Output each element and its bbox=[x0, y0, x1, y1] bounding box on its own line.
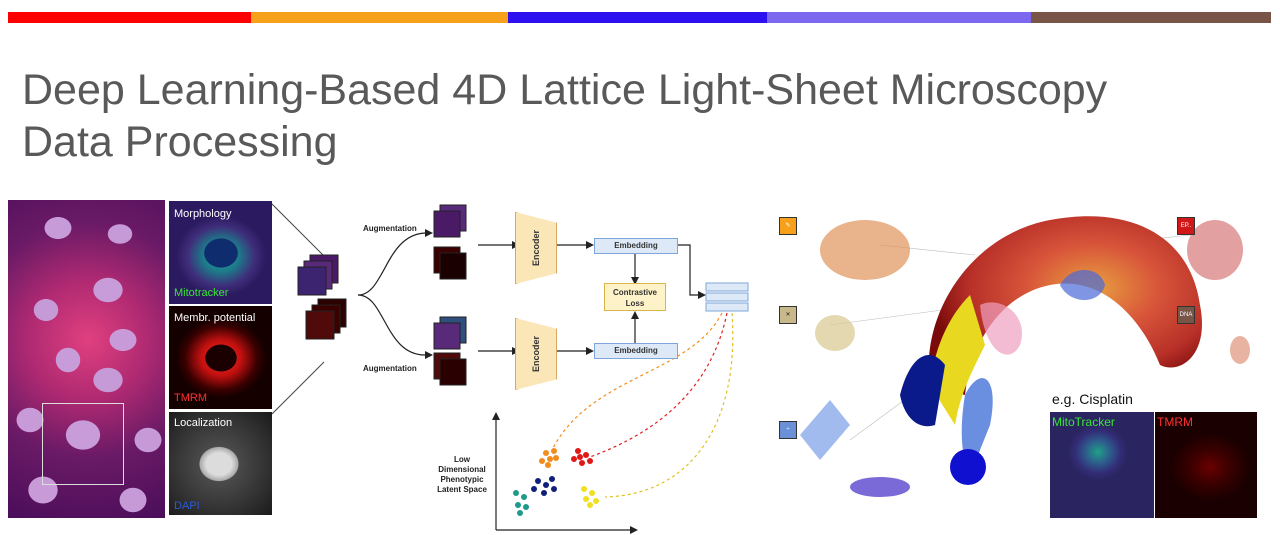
membrane-potential-label: Membr. potential bbox=[174, 312, 256, 324]
membrane-potential-panel: Membr. potential TMRM bbox=[169, 306, 272, 409]
contrastive-loss-box: Contrastive Loss bbox=[604, 283, 666, 311]
cross-icon: ✕ bbox=[779, 306, 797, 324]
morphology-panel: Morphology Mitotracker bbox=[169, 201, 272, 304]
split-icon: ÷ bbox=[779, 421, 797, 439]
cisplatin-mitotracker-label: MitoTracker bbox=[1052, 415, 1115, 429]
morphology-label: Morphology bbox=[174, 208, 232, 220]
title-line-1: Deep Learning-Based 4D Lattice Light-She… bbox=[22, 66, 1108, 114]
localization-panel: Localization DAPI bbox=[169, 412, 272, 515]
latent-space-label: Low Dimensional Phenotypic Latent Space bbox=[432, 455, 492, 495]
localization-label: Localization bbox=[174, 417, 233, 429]
color-bar-segment-1 bbox=[251, 12, 508, 23]
encoder-top-label: Encoder bbox=[531, 229, 541, 267]
phenotype-embedding-plot bbox=[800, 216, 1250, 497]
augmentation-label-bottom: Augmentation bbox=[363, 364, 417, 373]
encoder-bottom: Encoder bbox=[515, 318, 557, 390]
color-bar-segment-4 bbox=[1031, 12, 1271, 23]
color-bar-segment-2 bbox=[508, 12, 767, 23]
tmrm-label: TMRM bbox=[174, 392, 207, 404]
cisplatin-tmrm-panel: TMRM bbox=[1155, 412, 1257, 518]
cisplatin-mitotracker-panel: MitoTracker bbox=[1050, 412, 1154, 518]
color-bar-segment-3 bbox=[767, 12, 1031, 23]
encoder-top: Encoder bbox=[515, 212, 557, 284]
ep-tag: EP.. bbox=[1177, 217, 1195, 235]
diagram-connectors bbox=[297, 204, 749, 534]
loss-line-1: Contrastive bbox=[612, 288, 657, 297]
title-line-2: Data Processing bbox=[22, 118, 338, 166]
augmentation-label-top: Augmentation bbox=[363, 224, 417, 233]
pen-icon: ✎ bbox=[779, 217, 797, 235]
latent-line-2: Dimensional bbox=[438, 465, 486, 474]
dna-tag: DNA bbox=[1177, 306, 1195, 324]
embedding-bottom: Embedding bbox=[594, 343, 678, 359]
cisplatin-example-label: e.g. Cisplatin bbox=[1052, 391, 1133, 407]
latent-line-3: Phenotypic bbox=[440, 475, 484, 484]
loss-line-2: Loss bbox=[625, 299, 645, 308]
mitotracker-label: Mitotracker bbox=[174, 287, 229, 299]
slide-title: Deep Learning-Based 4D Lattice Light-She… bbox=[22, 64, 1222, 168]
color-bar-segment-0 bbox=[8, 12, 251, 23]
dapi-label: DAPI bbox=[174, 500, 200, 512]
latent-line-1: Low bbox=[454, 455, 470, 464]
region-of-interest-box bbox=[42, 403, 124, 485]
encoder-bottom-label: Encoder bbox=[531, 335, 541, 373]
zoom-lines bbox=[272, 203, 325, 415]
latent-line-4: Latent Space bbox=[437, 485, 487, 494]
cisplatin-tmrm-label: TMRM bbox=[1157, 415, 1193, 429]
cell-overview-image bbox=[8, 200, 165, 518]
embedding-top: Embedding bbox=[594, 238, 678, 254]
